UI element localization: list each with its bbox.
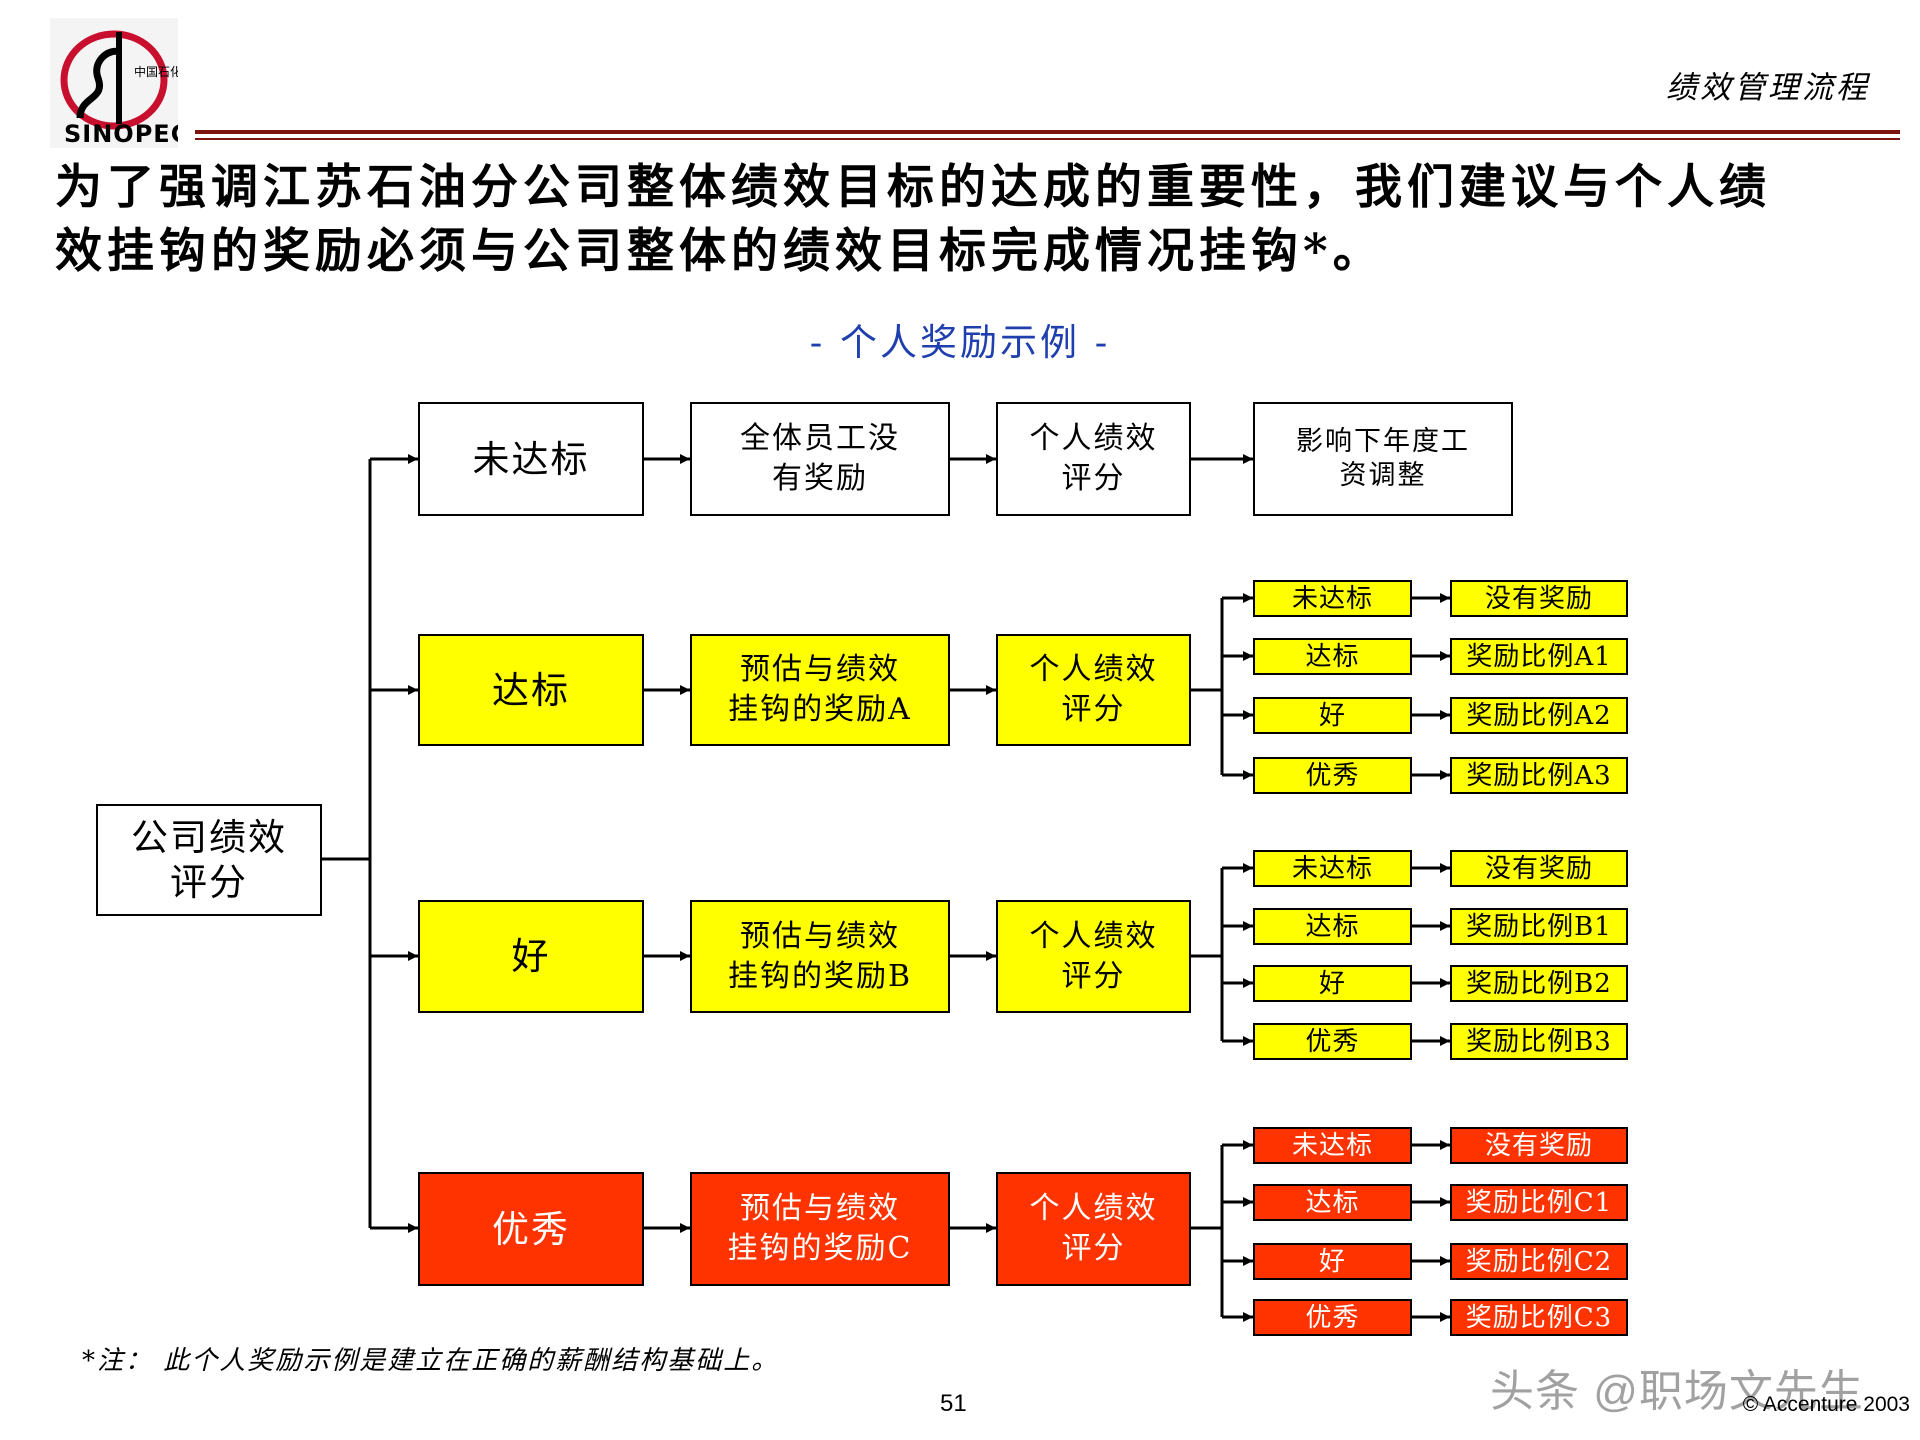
- evaluation-box-4: 个人绩效 评分: [996, 1172, 1191, 1286]
- rating-box-c-excellent: 优秀: [1253, 1299, 1412, 1336]
- svg-text:中国石化: 中国石化: [134, 64, 178, 79]
- outcome-box-salary-adjust: 影响下年度工 资调整: [1253, 402, 1513, 516]
- reward-box-b: 预估与绩效 挂钩的奖励B: [690, 900, 950, 1013]
- level-box-not-met: 未达标: [418, 402, 644, 516]
- result-box-c3: 奖励比例C3: [1450, 1299, 1628, 1336]
- level-box-good: 好: [418, 900, 644, 1013]
- rating-box-b-excellent: 优秀: [1253, 1023, 1412, 1060]
- result-box-c1: 奖励比例C1: [1450, 1184, 1628, 1221]
- page-number: 51: [940, 1390, 967, 1417]
- rating-box-a-met: 达标: [1253, 638, 1412, 675]
- evaluation-box-1: 个人绩效 评分: [996, 402, 1191, 516]
- result-box-b-none: 没有奖励: [1450, 850, 1628, 887]
- copyright: © Accenture 2003: [1742, 1393, 1910, 1416]
- rating-box-a-good: 好: [1253, 697, 1412, 734]
- rating-box-b-not-met: 未达标: [1253, 850, 1412, 887]
- sinopec-logo-mark: 中国石化 SINOPEC: [60, 30, 178, 148]
- diagram-subtitle: - 个人奖励示例 -: [809, 321, 1111, 364]
- sinopec-logo: 中国石化 SINOPEC: [50, 18, 178, 148]
- level-box-met: 达标: [418, 634, 644, 746]
- result-box-b3: 奖励比例B3: [1450, 1023, 1628, 1060]
- result-box-c-none: 没有奖励: [1450, 1127, 1628, 1164]
- result-box-b2: 奖励比例B2: [1450, 965, 1628, 1002]
- root-company-performance-box: 公司绩效 评分: [96, 804, 322, 916]
- evaluation-box-3: 个人绩效 评分: [996, 900, 1191, 1013]
- headline: 为了强调江苏石油分公司整体绩效目标的达成的重要性，我们建议与个人绩 效挂钩的奖励…: [55, 156, 1885, 284]
- reward-box-c: 预估与绩效 挂钩的奖励C: [690, 1172, 950, 1286]
- reward-box-none: 全体员工没 有奖励: [690, 402, 950, 516]
- rating-box-b-met: 达标: [1253, 908, 1412, 945]
- header-section-title: 绩效管理流程: [1666, 70, 1870, 106]
- rating-box-c-met: 达标: [1253, 1184, 1412, 1221]
- headline-line-1: 为了强调江苏石油分公司整体绩效目标的达成的重要性，我们建议与个人绩: [55, 160, 1771, 215]
- headline-line-2: 效挂钩的奖励必须与公司整体的绩效目标完成情况挂钩*。: [55, 224, 1385, 279]
- result-box-a1: 奖励比例A1: [1450, 638, 1628, 675]
- watermark: 头条 @职场文先生: [1490, 1367, 1864, 1416]
- rating-box-b-good: 好: [1253, 965, 1412, 1002]
- rating-box-c-good: 好: [1253, 1243, 1412, 1280]
- svg-text:SINOPEC: SINOPEC: [64, 120, 178, 148]
- reward-box-a: 预估与绩效 挂钩的奖励A: [690, 634, 950, 746]
- rating-box-c-not-met: 未达标: [1253, 1127, 1412, 1164]
- result-box-a3: 奖励比例A3: [1450, 757, 1628, 794]
- result-box-a2: 奖励比例A2: [1450, 697, 1628, 734]
- header-rule-thick: [195, 130, 1900, 134]
- header-rule-thin: [195, 138, 1900, 140]
- evaluation-box-2: 个人绩效 评分: [996, 634, 1191, 746]
- level-box-excellent: 优秀: [418, 1172, 644, 1286]
- rating-box-a-not-met: 未达标: [1253, 580, 1412, 617]
- result-box-a-none: 没有奖励: [1450, 580, 1628, 617]
- rating-box-a-excellent: 优秀: [1253, 757, 1412, 794]
- result-box-b1: 奖励比例B1: [1450, 908, 1628, 945]
- result-box-c2: 奖励比例C2: [1450, 1243, 1628, 1280]
- footnote: *注： 此个人奖励示例是建立在正确的薪酬结构基础上。: [82, 1346, 780, 1376]
